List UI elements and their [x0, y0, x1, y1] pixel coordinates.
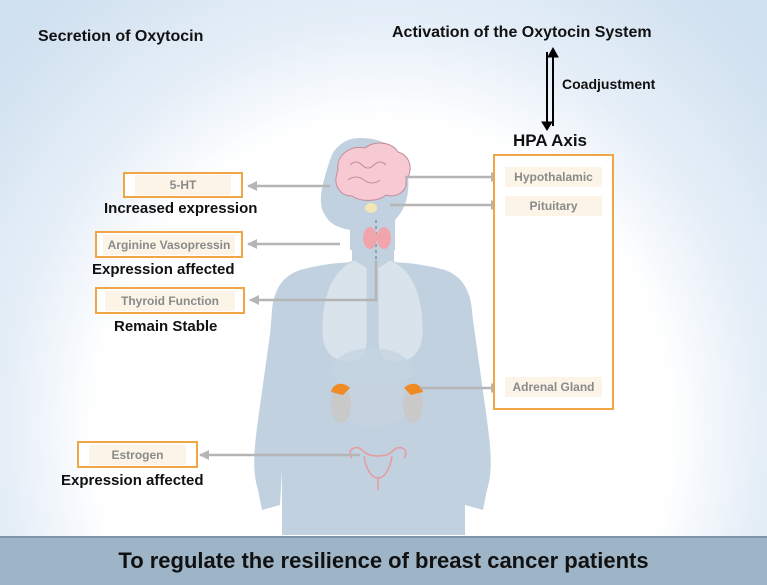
- serotonin-box: 5-HT: [123, 172, 243, 198]
- thyroid-caption: Remain Stable: [114, 318, 218, 335]
- estrogen-label: Estrogen: [89, 445, 186, 465]
- adrenal-gland-label: Adrenal Gland: [505, 377, 602, 397]
- vasopressin-label: Arginine Vasopressin: [103, 235, 235, 255]
- vasopressin-caption: Expression affected: [92, 261, 235, 278]
- estrogen-caption: Expression affected: [61, 472, 204, 489]
- uterus-icon: [349, 446, 407, 490]
- kidneys: [331, 383, 423, 423]
- brain: [335, 142, 411, 213]
- thyroid-gland: [363, 227, 391, 249]
- connector-arrows: [199, 172, 501, 460]
- serotonin-caption: Increased expression: [104, 200, 258, 217]
- hpa-axis-title: HPA Axis: [513, 131, 588, 150]
- hypothalamic-label: Hypothalamic: [505, 167, 602, 187]
- pituitary-label: Pituitary: [505, 196, 602, 216]
- coadjustment-arrows: [541, 46, 559, 131]
- serotonin-label: 5-HT: [135, 175, 231, 195]
- secretion-title: Secretion of Oxytocin: [38, 28, 204, 45]
- digestive-organs: [332, 348, 412, 427]
- estrogen-box: Estrogen: [77, 441, 198, 468]
- thyroid-box: Thyroid Function: [95, 287, 245, 314]
- footer-banner: To regulate the resilience of breast can…: [0, 536, 767, 585]
- hpa-axis-box: Hypothalamic Pituitary Adrenal Gland: [493, 154, 614, 410]
- thyroid-label: Thyroid Function: [105, 291, 235, 311]
- vasopressin-box: Arginine Vasopressin: [95, 231, 243, 258]
- activation-title: Activation of the Oxytocin System: [392, 24, 652, 41]
- coadjustment-label: Coadjustment: [562, 76, 656, 92]
